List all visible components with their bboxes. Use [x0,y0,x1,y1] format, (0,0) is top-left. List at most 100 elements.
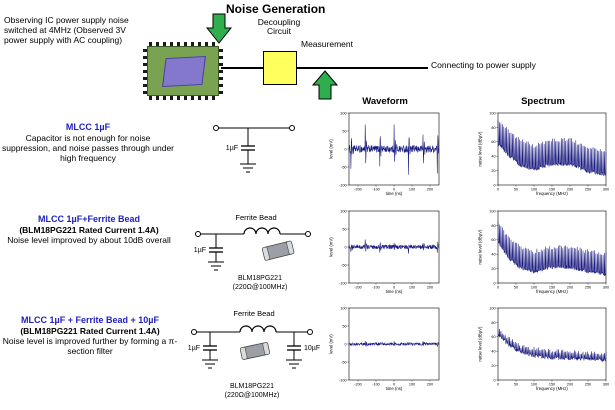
svg-text:60: 60 [491,335,495,339]
svg-text:noise level (dBµV): noise level (dBµV) [478,131,483,167]
circuit-cap-bead: Ferrite Bead 1µF BLM18PG221 (220Ω@100MHz… [194,213,311,291]
ferrite-bead-photo [262,240,295,261]
svg-text:-200: -200 [354,285,362,289]
capacitor-1uF [241,128,255,164]
svg-text:100: 100 [531,187,537,191]
svg-text:50: 50 [342,227,346,231]
svg-text:-50: -50 [341,360,347,364]
terminal-left [213,125,219,131]
chip-pins-right [218,48,223,94]
row3-heading: MLCC 1µF + Ferrite Bead + 10µF [21,315,159,325]
svg-text:0: 0 [497,285,499,289]
svg-text:100: 100 [340,111,346,115]
capacitor-1uF [203,332,217,360]
spectrum-column-header: Spectrum [521,96,565,107]
svg-text:0: 0 [393,187,395,191]
chip-body [147,46,219,96]
row2-description: MLCC 1µF+Ferrite Bead (BLM18PG221 Rated … [0,214,178,245]
svg-text:40: 40 [491,350,495,354]
svg-text:time (ns): time (ns) [386,386,403,391]
svg-text:0: 0 [344,147,346,151]
svg-text:300: 300 [603,285,609,289]
decoupling-box [263,51,297,85]
svg-text:level (mV): level (mV) [329,237,334,257]
ferrite-bead-photo [239,342,270,360]
svg-text:250: 250 [585,285,591,289]
svg-text:200: 200 [427,187,433,191]
svg-text:60: 60 [491,238,495,242]
svg-text:-100: -100 [372,382,380,386]
arrow-up-icon [312,70,338,100]
svg-text:-50: -50 [341,165,347,169]
svg-text:60: 60 [491,140,495,144]
row1-heading: MLCC 1µF [65,122,111,132]
svg-text:time (ns): time (ns) [386,289,403,294]
svg-text:50: 50 [342,129,346,133]
observation-note: Observing IC power supply noise switched… [4,15,129,45]
cap1-label: 1µF [188,345,200,352]
svg-text:-100: -100 [339,378,347,382]
ferrite-bead-label: Ferrite Bead [233,309,274,318]
svg-text:-200: -200 [354,187,362,191]
ic-chip [143,42,223,100]
terminal-left [195,231,201,237]
chip-pins-top [149,42,217,47]
svg-text:-100: -100 [339,281,347,285]
row1-body: Capacitor is not enough for noise suppre… [2,132,175,163]
inductor-symbol [243,227,281,235]
svg-text:150: 150 [549,285,555,289]
svg-text:noise level (dBµV): noise level (dBµV) [478,326,483,362]
chip-pins-bottom [149,95,217,100]
svg-text:80: 80 [491,321,495,325]
svg-text:100: 100 [409,285,415,289]
svg-text:0: 0 [493,183,495,187]
svg-text:20: 20 [491,267,495,271]
ground-symbol-left [202,359,218,369]
capacitor-1uF [209,234,223,262]
row1-description: MLCC 1µF Capacitor is not enough for noi… [2,122,174,163]
svg-text:100: 100 [340,306,346,310]
svg-text:50: 50 [514,285,518,289]
svg-text:level (mV): level (mV) [329,139,334,159]
row2-body: Noise level improved by about 10dB overa… [7,234,171,245]
svg-text:-100: -100 [339,183,347,187]
svg-text:0: 0 [497,382,499,386]
svg-text:100: 100 [340,209,346,213]
terminal-right [307,329,313,335]
svg-text:250: 250 [585,382,591,386]
svg-text:noise level (dBµV): noise level (dBµV) [478,229,483,265]
svg-text:0: 0 [393,285,395,289]
row3-description: MLCC 1µF + Ferrite Bead + 10µF (BLM18PG2… [0,315,180,356]
svg-text:0: 0 [493,281,495,285]
svg-text:-100: -100 [372,187,380,191]
svg-text:0: 0 [393,382,395,386]
svg-text:20: 20 [491,364,495,368]
cap2-label: 10µF [304,345,320,352]
row3-body: Noise level is improved further by formi… [2,335,178,356]
row2-subheading: (BLM18PG221 Rated Current 1.4A) [19,224,159,235]
svg-text:40: 40 [491,155,495,159]
svg-text:-100: -100 [372,285,380,289]
circuit-cap-only: 1µF [213,125,295,173]
svg-text:200: 200 [567,187,573,191]
decoupling-label: Decoupling Circuit [257,17,301,37]
ground-symbol [208,261,224,271]
terminal-right [289,125,295,131]
inductor-symbol [239,325,277,333]
svg-text:100: 100 [531,285,537,289]
svg-text:frequency (MHz): frequency (MHz) [536,289,568,294]
part-number: BLM18PG221 [238,275,282,282]
svg-text:100: 100 [531,382,537,386]
ferrite-bead-label: Ferrite Bead [235,213,276,222]
ground-symbol [240,163,256,173]
svg-text:40: 40 [491,253,495,257]
svg-text:200: 200 [427,382,433,386]
svg-text:100: 100 [409,187,415,191]
svg-text:0: 0 [493,378,495,382]
svg-text:frequency (MHz): frequency (MHz) [536,191,568,196]
